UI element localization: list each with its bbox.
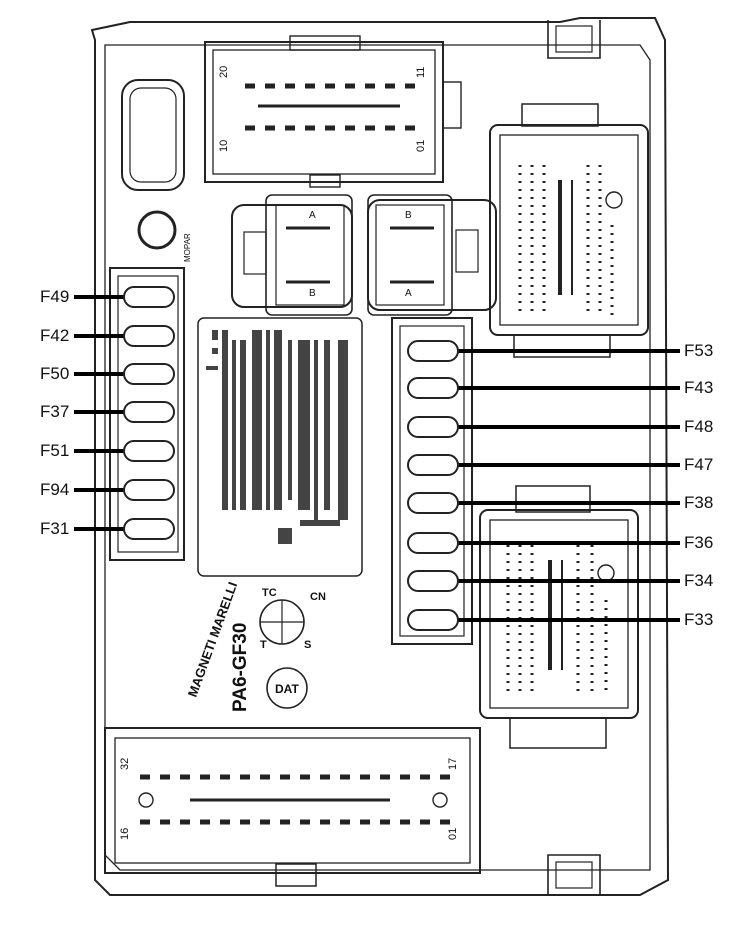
fuse-label-right: F53 xyxy=(684,341,714,360)
fuse-label-left: F49 xyxy=(40,287,70,306)
top-pin-20: 20 xyxy=(218,66,230,78)
small-left-bottom: B xyxy=(309,288,316,299)
fuse-F37 xyxy=(123,401,175,423)
clock-cn: CN xyxy=(310,591,326,603)
top-pin-10: 10 xyxy=(218,140,230,152)
housing-outline xyxy=(90,17,670,896)
fuse-label-left: F94 xyxy=(40,480,70,499)
material-marking: PA6-GF30 xyxy=(230,623,251,712)
small-connector-right-body xyxy=(367,194,497,316)
fuse-F33 xyxy=(407,609,459,631)
label-sticker xyxy=(197,317,363,577)
fuse-F47 xyxy=(407,454,459,476)
date-stamp: DAT xyxy=(275,682,299,696)
logo-mark-text: MOPAR xyxy=(183,233,192,262)
fuse-F53 xyxy=(407,340,459,362)
top-pin-01: 01 xyxy=(415,140,427,152)
right-upper-connector xyxy=(489,103,649,358)
sticker-barcodes xyxy=(206,330,348,544)
small-right-top: B xyxy=(405,210,412,221)
logo-mark-circle xyxy=(137,210,177,250)
fuse-F34 xyxy=(407,570,459,592)
bottom-pin-16: 16 xyxy=(119,828,131,840)
top-pin-11: 11 xyxy=(415,67,427,78)
fuse-label-left: F42 xyxy=(40,326,70,345)
bottom-pin-01: 01 xyxy=(447,828,459,840)
fuse-label-left: F50 xyxy=(40,364,70,383)
clock-t: T xyxy=(260,639,267,651)
fuse-F50 xyxy=(123,363,175,385)
right-fuse-block xyxy=(391,317,473,645)
fuse-F38 xyxy=(407,492,459,514)
top-connector xyxy=(204,35,462,188)
fuse-label-right: F33 xyxy=(684,610,714,629)
bottom-pin-17: 17 xyxy=(447,758,459,770)
right-lower-connector xyxy=(479,485,639,749)
dat-circle xyxy=(266,667,308,709)
fuse-label-left: F51 xyxy=(40,441,70,460)
small-connector-left-body xyxy=(231,194,353,316)
clock-tc: TC xyxy=(262,587,277,599)
fuse-label-right: F38 xyxy=(684,493,714,512)
fuse-label-right: F47 xyxy=(684,455,714,474)
bottom-connector xyxy=(104,727,481,887)
fuse-leaders xyxy=(74,295,680,622)
fuse-label-right: F43 xyxy=(684,378,714,397)
bottom-pin-32: 32 xyxy=(119,758,131,770)
fuse-F43 xyxy=(407,377,459,399)
fuse-bodies xyxy=(123,286,459,631)
fuse-F51 xyxy=(123,440,175,462)
fuse-F94 xyxy=(123,479,175,501)
fuse-label-right: F34 xyxy=(684,571,714,590)
fuse-label-left: F37 xyxy=(40,402,70,421)
fuse-F31 xyxy=(123,518,175,540)
slot-top-left xyxy=(121,79,185,191)
fuse-F36 xyxy=(407,532,459,554)
small-left-top: A xyxy=(309,210,316,221)
fuse-F48 xyxy=(407,416,459,438)
fuse-label-right: F36 xyxy=(684,533,714,552)
fuse-label-right: F48 xyxy=(684,417,714,436)
small-right-bottom: A xyxy=(405,288,412,299)
clock-s: S xyxy=(304,639,311,651)
fuse-F42 xyxy=(123,325,175,347)
fuse-F49 xyxy=(123,286,175,308)
fuse-label-left: F31 xyxy=(40,519,70,538)
